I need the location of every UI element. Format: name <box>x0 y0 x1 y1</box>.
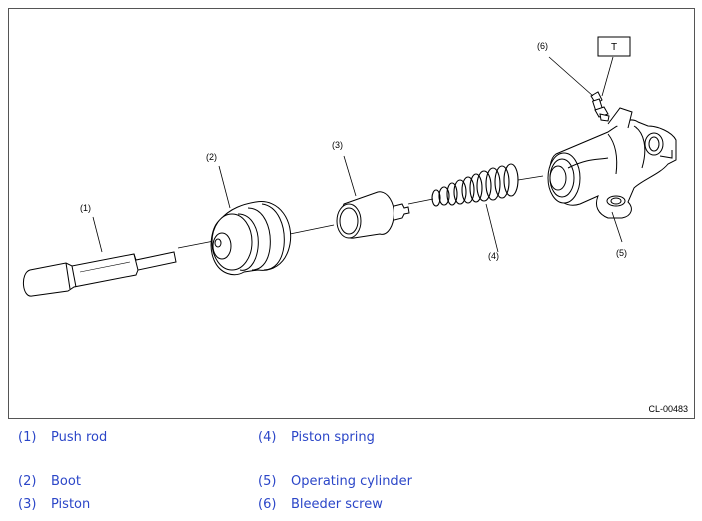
piston-drawing <box>336 191 410 239</box>
legend-number: (2) <box>18 474 37 489</box>
legend-item-boot: (2) Boot <box>18 474 81 489</box>
legend-number: (6) <box>258 497 277 512</box>
assembly-axis-lines <box>177 175 544 249</box>
legend-item-piston: (3) Piston <box>18 497 90 512</box>
legend-item-operating-cylinder: (5) Operating cylinder <box>258 474 412 489</box>
piston-spring-drawing <box>431 163 519 207</box>
callout-boot: (2) <box>206 152 217 162</box>
operating-cylinder-drawing <box>547 107 677 219</box>
torque-box-label: T <box>611 42 617 53</box>
push-rod-drawing <box>23 251 177 297</box>
legend-label: Push rod <box>51 430 108 445</box>
legend-label: Boot <box>51 474 81 489</box>
legend-number: (3) <box>18 497 37 512</box>
figure-code: CL-00483 <box>648 404 688 414</box>
legend-label: Operating cylinder <box>291 474 413 489</box>
legend-number: (4) <box>258 430 277 445</box>
legend-item-piston-spring: (4) Piston spring <box>258 430 375 445</box>
legend-item-push-rod: (1) Push rod <box>18 430 107 445</box>
legend-item-bleeder-screw: (6) Bleeder screw <box>258 497 383 512</box>
callout-piston: (3) <box>332 140 343 150</box>
boot-drawing <box>210 201 292 276</box>
legend-label: Piston <box>51 497 91 512</box>
bleeder-screw-drawing <box>590 91 610 122</box>
legend-label: Bleeder screw <box>291 497 383 512</box>
exploded-diagram: T (1) (2) (3) (4) (5) (6) CL-00483 <box>8 8 695 419</box>
callout-push-rod: (1) <box>80 203 91 213</box>
legend-number: (1) <box>18 430 37 445</box>
legend-label: Piston spring <box>291 430 375 445</box>
callout-piston-spring: (4) <box>488 251 499 261</box>
torque-box <box>597 36 631 57</box>
callout-bleeder-screw: (6) <box>537 41 548 51</box>
callout-operating-cylinder: (5) <box>616 248 627 258</box>
leader-lines <box>92 56 623 253</box>
legend-number: (5) <box>258 474 277 489</box>
